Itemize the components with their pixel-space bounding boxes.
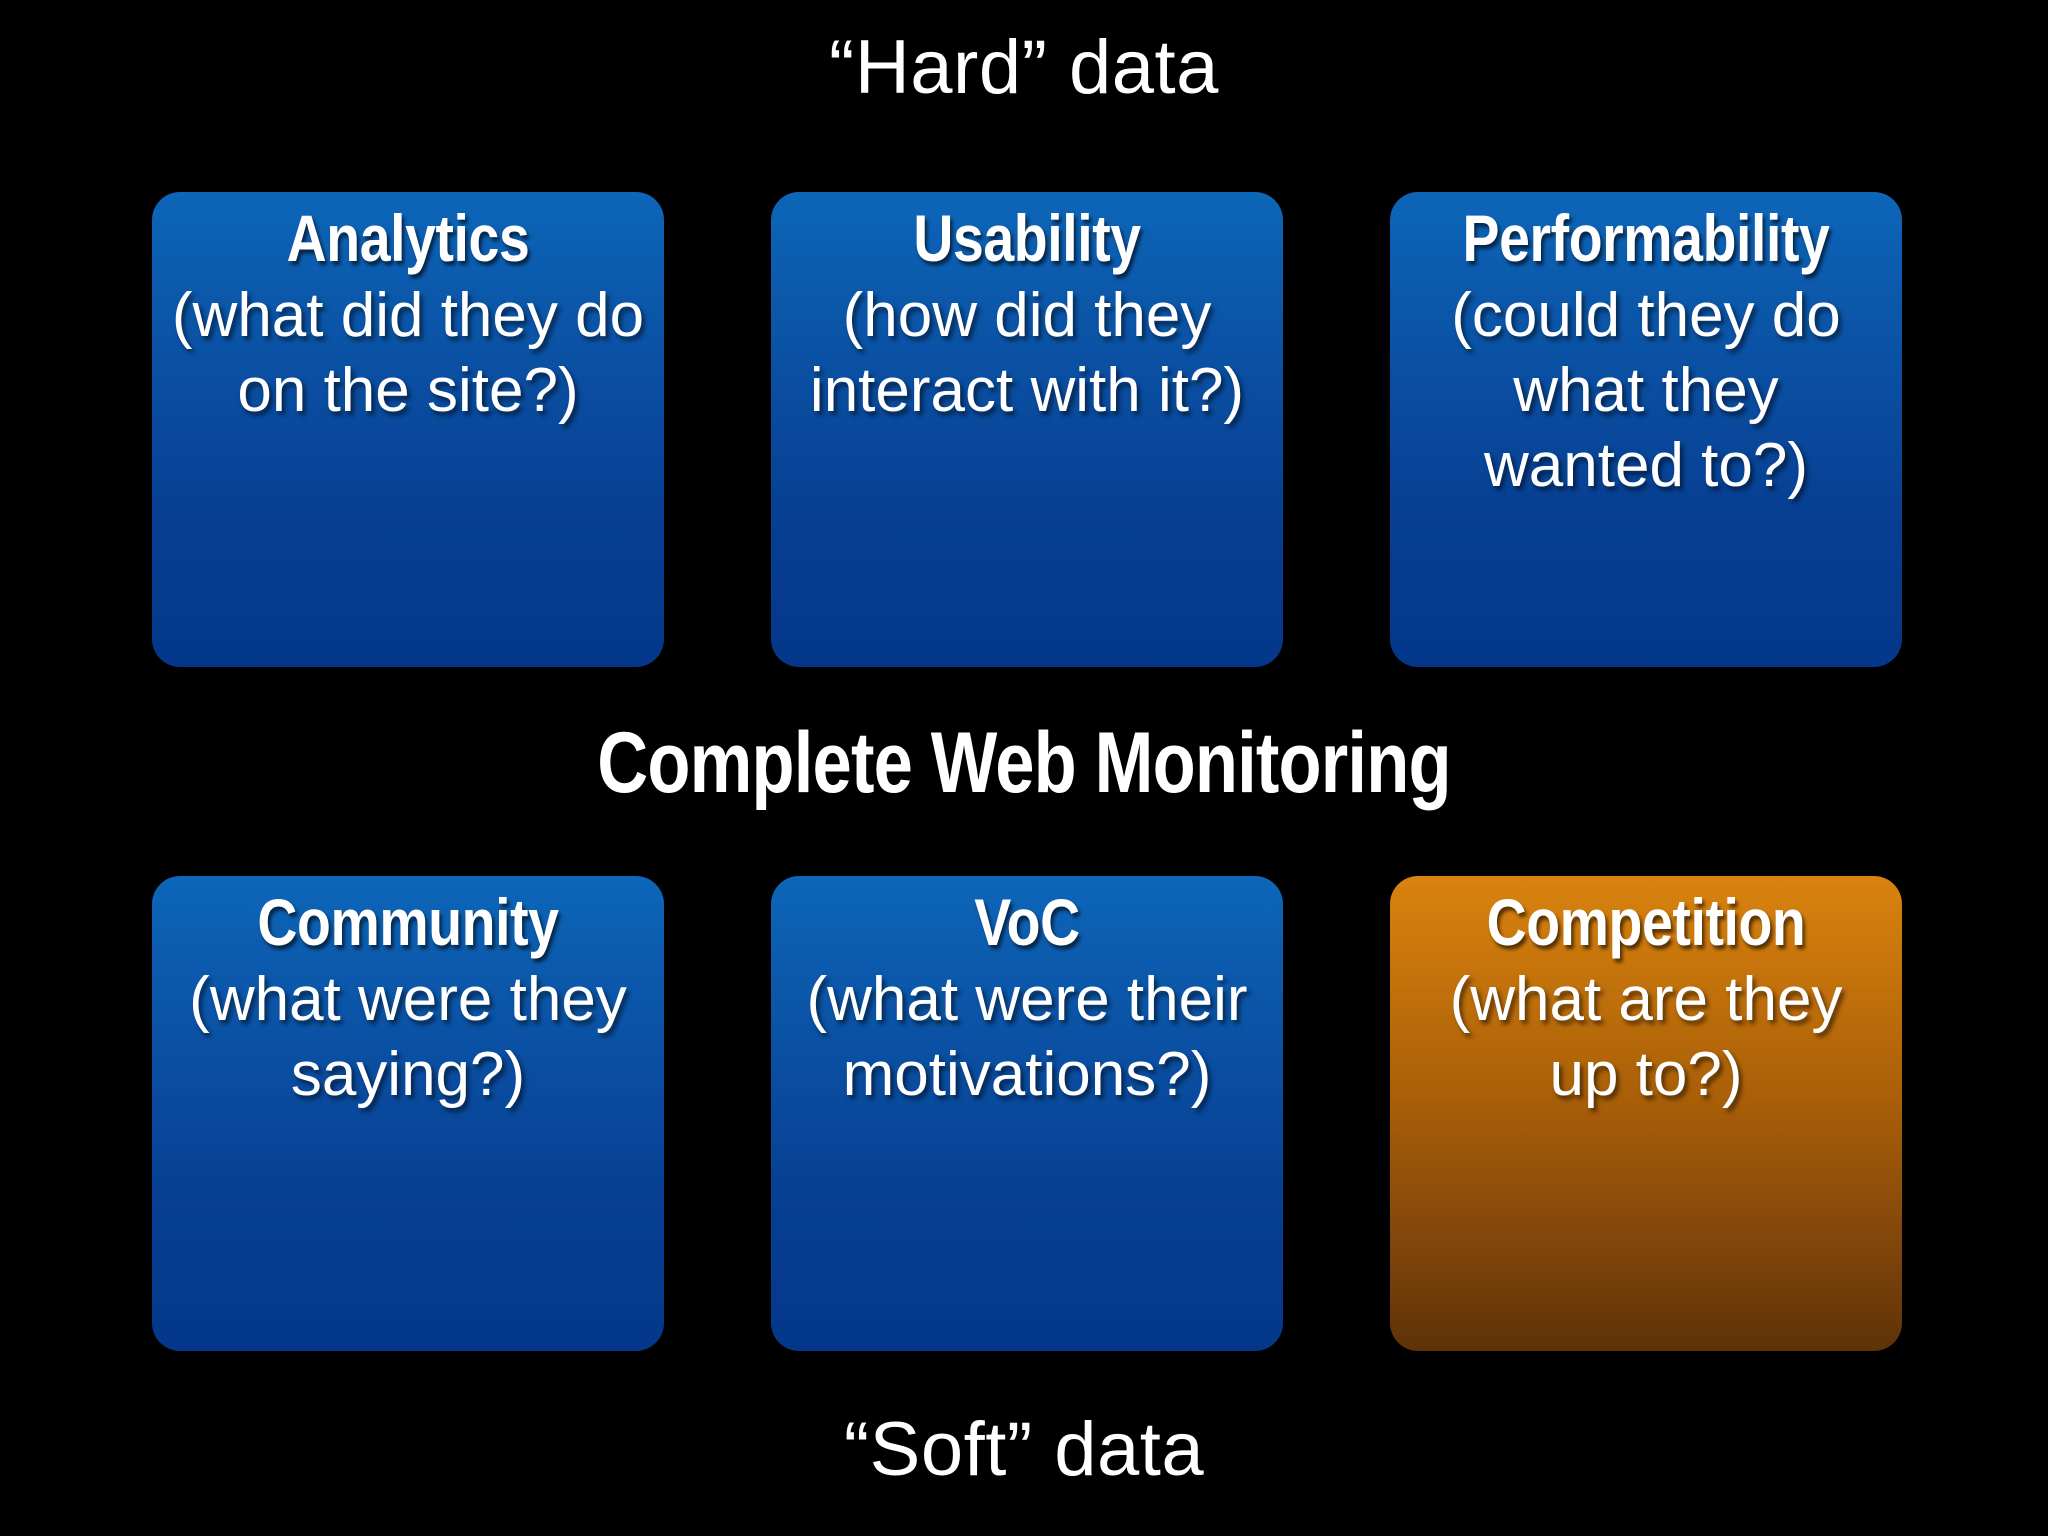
card-usability[interactable]: Usability (how did they interact with it…	[771, 192, 1283, 667]
card-performability[interactable]: Performability (could they do what they …	[1390, 192, 1902, 667]
card-analytics-title: Analytics	[286, 201, 530, 275]
soft-data-label: “Soft” data	[843, 1407, 1205, 1492]
card-competition[interactable]: Competition (what are they up to?)	[1390, 876, 1902, 1351]
card-competition-title: Competition	[1486, 885, 1806, 959]
hard-data-label: “Hard” data	[829, 25, 1219, 110]
card-analytics[interactable]: Analytics (what did they do on the site?…	[152, 192, 664, 667]
card-voc-title: VoC	[974, 885, 1080, 959]
card-performability-subtitle: (could they do what they wanted to?)	[1451, 280, 1841, 500]
page-title: Complete Web Monitoring	[597, 715, 1451, 811]
card-community-title: Community	[257, 885, 559, 959]
card-grid: Analytics (what did they do on the site?…	[152, 192, 1902, 1351]
card-analytics-subtitle: (what did they do on the site?)	[171, 280, 645, 425]
card-usability-subtitle: (how did they interact with it?)	[809, 280, 1245, 425]
card-usability-title: Usability	[913, 201, 1141, 275]
card-performability-title: Performability	[1462, 201, 1830, 275]
card-voc-subtitle: (what were their motivations?)	[806, 964, 1248, 1109]
card-community[interactable]: Community (what were they saying?)	[152, 876, 664, 1351]
card-voc[interactable]: VoC (what were their motivations?)	[771, 876, 1283, 1351]
card-competition-subtitle: (what are they up to?)	[1449, 964, 1843, 1109]
card-community-subtitle: (what were they saying?)	[189, 964, 627, 1109]
